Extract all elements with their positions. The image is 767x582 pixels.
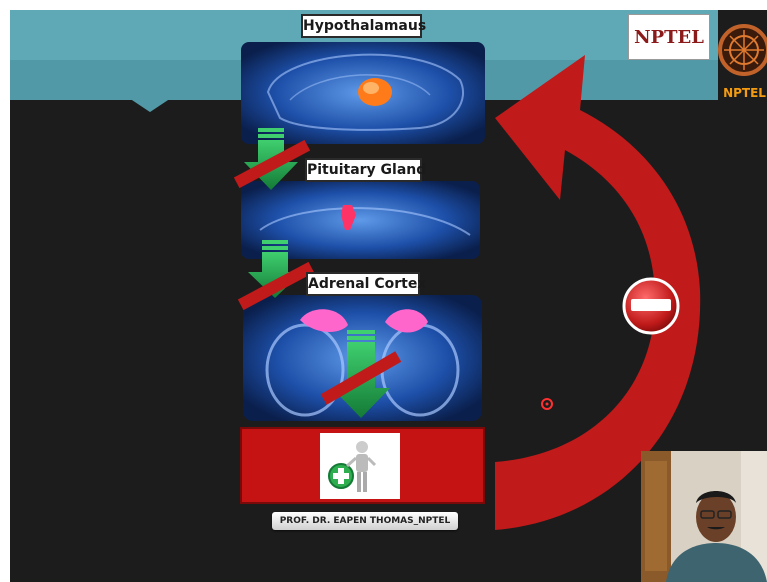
nptel-logo: NPTEL bbox=[628, 14, 710, 60]
nptel-side-text: NPTEL bbox=[722, 86, 767, 100]
no-entry-icon bbox=[624, 279, 678, 333]
presenter-credit: PROF. DR. EAPEN THOMAS_NPTEL bbox=[272, 512, 458, 530]
hypothalamus-label: Hypothalamaus bbox=[301, 14, 422, 38]
pituitary-label: Pituitary Gland bbox=[305, 158, 422, 182]
adrenal-label: Adrenal Cortex bbox=[306, 272, 420, 296]
presenter-video bbox=[641, 451, 767, 582]
nptel-wheel-icon bbox=[720, 26, 767, 74]
nptel-logo-text: NPTEL bbox=[634, 27, 704, 48]
